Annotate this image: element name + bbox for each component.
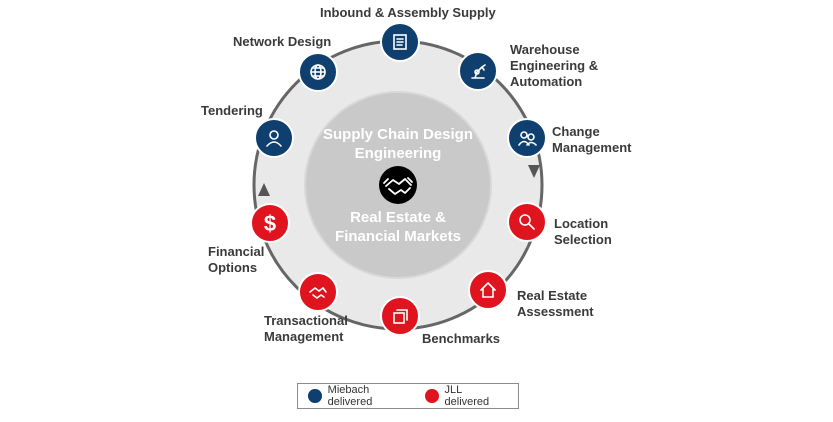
label-realestate: Real Estate Assessment — [517, 288, 594, 319]
node-inbound — [380, 22, 420, 62]
label-change: Change Management — [552, 124, 632, 155]
legend-label-jll: JLL delivered — [444, 384, 490, 408]
node-warehouse — [458, 51, 498, 91]
arrow-left-up-icon — [258, 183, 270, 196]
house-icon — [480, 281, 496, 298]
node-transactional — [298, 272, 338, 312]
label-warehouse: Warehouse Engineering & Automation — [510, 42, 599, 89]
magnifier-icon — [519, 214, 535, 230]
center-top-line-2: Engineering — [354, 145, 442, 162]
label-benchmarks: Benchmarks — [422, 331, 501, 346]
center-top-title: Supply Chain Design Engineering — [313, 125, 483, 163]
legend-dot-jll — [424, 389, 439, 403]
stacked-pages-icon — [393, 309, 408, 324]
arrow-right-down-icon — [528, 165, 540, 178]
legend-label-miebach: Miebach delivered — [327, 384, 373, 408]
handshake-hub-icon — [383, 177, 413, 195]
node-circle-change — [507, 118, 547, 158]
node-benchmarks — [380, 296, 420, 336]
node-realestate — [468, 270, 508, 310]
node-circle-realestate — [468, 270, 508, 310]
center-bottom-line-2: Financial Markets — [335, 228, 461, 245]
node-financial: $ — [250, 203, 290, 243]
node-tendering — [254, 118, 294, 158]
label-network: Network Design — [233, 34, 332, 49]
node-circle-financial — [250, 203, 290, 243]
center-top-line-1: Supply Chain Design — [322, 126, 473, 143]
label-location: Location Selection — [554, 216, 612, 247]
label-tendering: Tendering — [201, 103, 263, 118]
label-transactional: Transactional Management — [264, 313, 348, 344]
node-circle-location — [507, 202, 547, 242]
dollar-icon: $ — [264, 211, 276, 236]
node-location — [507, 202, 547, 242]
document-icon — [393, 34, 407, 50]
label-financial: Financial Options — [208, 244, 265, 275]
globe-icon — [310, 64, 326, 80]
svg-text:$: $ — [264, 211, 276, 236]
label-inbound: Inbound & Assembly Supply — [320, 5, 496, 20]
people-icon — [518, 131, 537, 146]
person-icon — [266, 130, 282, 147]
node-network — [298, 52, 338, 92]
handshake-icon — [309, 286, 327, 299]
center-bottom-title: Real Estate & Financial Markets — [313, 208, 483, 246]
hub-circle — [379, 166, 417, 204]
center-bottom-line-1: Real Estate & — [350, 209, 446, 226]
node-circle-transactional — [298, 272, 338, 312]
robot-arm-icon — [471, 64, 486, 79]
legend-dot-miebach — [308, 389, 322, 403]
node-change — [507, 118, 547, 158]
node-circle-benchmarks — [380, 296, 420, 336]
node-circle-tendering — [254, 118, 294, 158]
legend: Miebach delivered JLL delivered — [297, 383, 519, 409]
